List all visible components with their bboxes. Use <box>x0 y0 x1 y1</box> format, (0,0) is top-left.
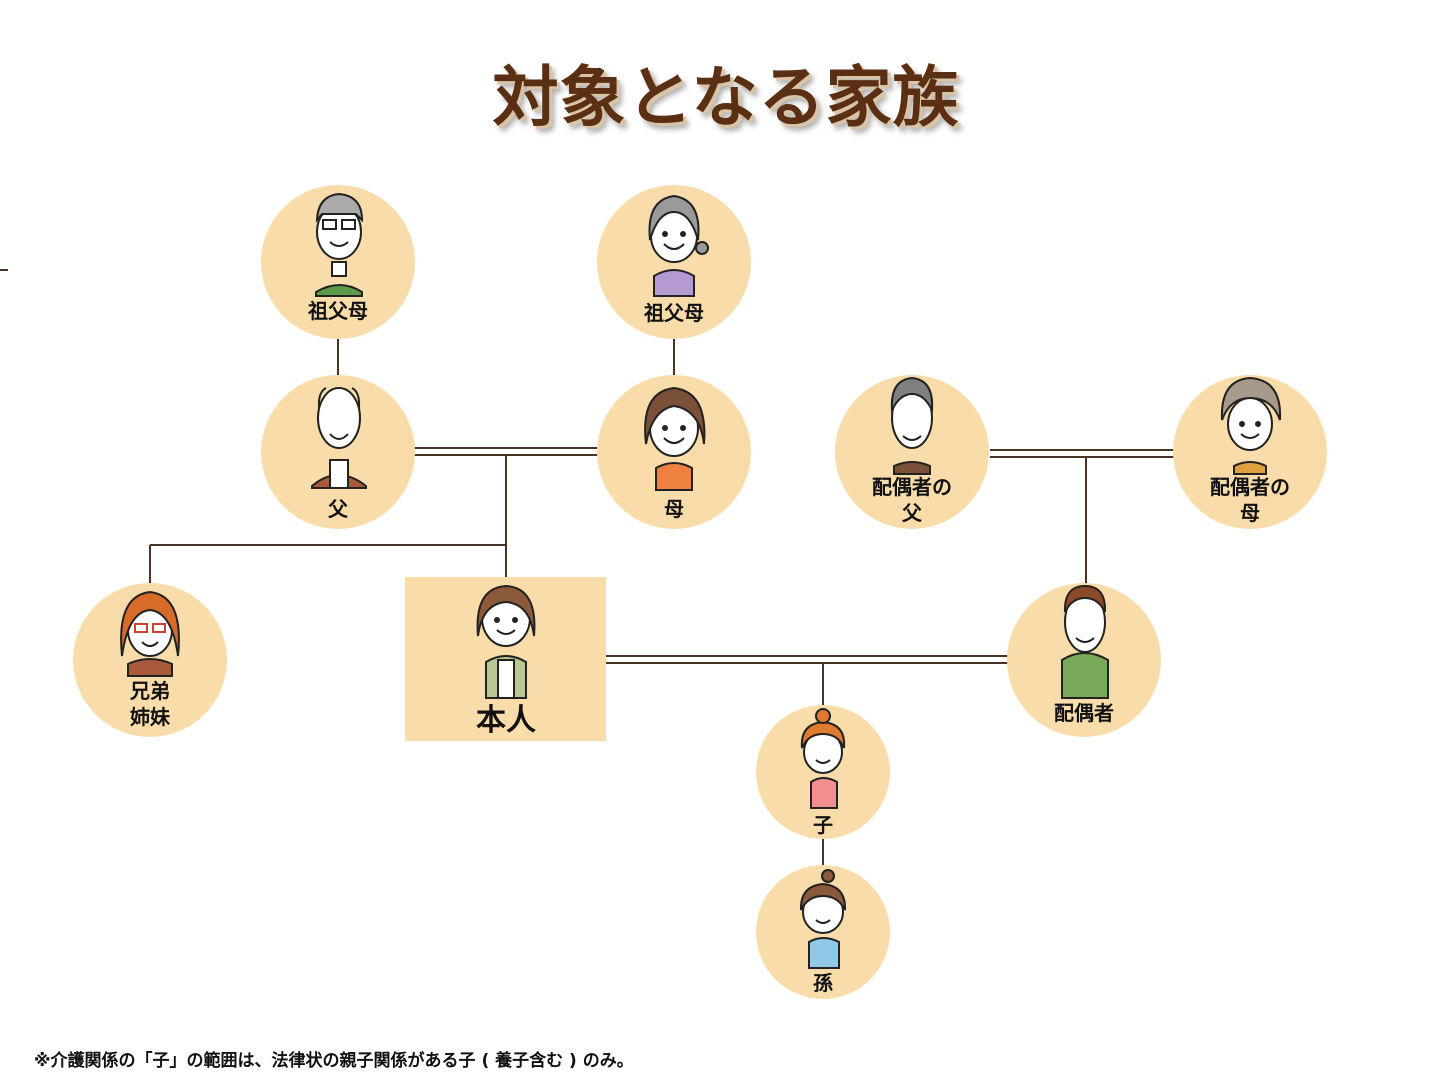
spouse-mother-illustration <box>1220 376 1282 475</box>
node-spouse-mother: 配偶者の 母 <box>1173 375 1327 529</box>
child-illustration <box>800 708 846 809</box>
mother-illustration <box>644 386 706 491</box>
spouse-father-illustration <box>890 376 934 475</box>
node-grandparent-maternal: 祖父母 <box>597 185 751 339</box>
grandchild-illustration <box>799 869 847 969</box>
label-grandparent-paternal: 祖父母 <box>307 299 368 323</box>
grandmother-illustration <box>648 194 709 297</box>
label-spouse: 配偶者 <box>1054 701 1114 725</box>
self-illustration <box>476 584 536 699</box>
label-spouse-father-line1: 配偶者の <box>872 475 952 499</box>
node-father: 父 <box>261 375 415 529</box>
label-spouse-mother-line2: 母 <box>1240 501 1260 525</box>
node-child: 子 <box>756 705 890 839</box>
node-mother: 母 <box>597 375 751 529</box>
node-self: 本人 <box>405 577 606 741</box>
label-sibling-line2: 姉妹 <box>130 705 171 729</box>
label-mother: 母 <box>664 497 684 521</box>
label-self: 本人 <box>476 703 536 738</box>
node-grandparent-paternal: 祖父母 <box>261 185 415 339</box>
label-grandchild: 孫 <box>813 971 833 995</box>
label-child: 子 <box>813 813 833 837</box>
sibling-illustration <box>120 590 180 677</box>
father-illustration <box>311 387 367 489</box>
page-title: 対象となる家族 <box>492 59 960 136</box>
label-spouse-mother-line1: 配偶者の <box>1210 475 1290 499</box>
grandfather-illustration <box>315 192 364 297</box>
connector-lines <box>149 338 1174 866</box>
node-spouse: 配偶者 <box>1007 583 1161 737</box>
spouse-illustration <box>1061 584 1109 699</box>
label-grandparent-maternal: 祖父母 <box>643 301 704 325</box>
label-spouse-father-line2: 父 <box>901 501 923 525</box>
node-grandchild: 孫 <box>756 865 890 999</box>
footnote: ※介護関係の「子」の範囲は、法律状の親子関係がある子 ( 養子含む ) のみ。 <box>34 1051 634 1071</box>
node-sibling: 兄弟 姉妹 <box>73 583 227 737</box>
label-sibling-line1: 兄弟 <box>129 679 170 703</box>
label-father: 父 <box>327 497 349 521</box>
node-spouse-father: 配偶者の 父 <box>835 375 989 529</box>
